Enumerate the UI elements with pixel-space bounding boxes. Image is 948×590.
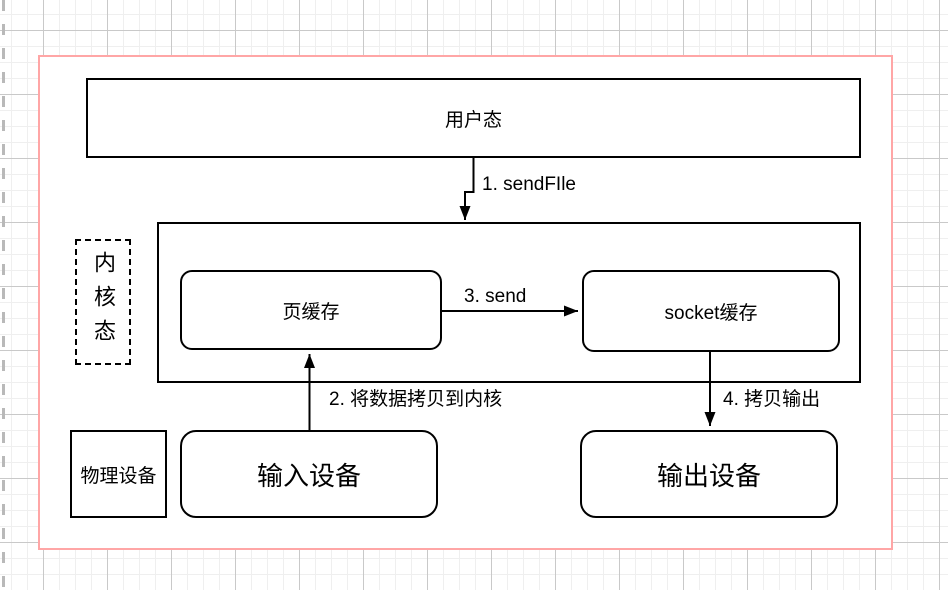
node-socket-buffer-label: socket缓存 [664,302,758,324]
node-kernel-mode-caption[interactable]: 内核态 [75,239,131,365]
node-user-mode[interactable]: 用户态 [86,78,861,158]
edge-sendfile-label: 1. sendFIle [482,174,576,195]
edge-copy-to-kernel-label: 2. 将数据拷贝到内核 [329,389,503,410]
node-physical-device-label: 物理设备 [80,465,157,487]
node-page-cache[interactable]: 页缓存 [180,270,442,350]
page-boundary-dashed-line [2,0,5,590]
node-kernel-container[interactable] [157,222,861,383]
edge-copy-output-label: 4. 拷贝输出 [723,389,821,410]
node-page-cache-label: 页缓存 [282,301,340,323]
node-output-device[interactable]: 输出设备 [580,430,838,518]
node-output-device-label: 输出设备 [656,460,761,491]
node-kernel-mode-label: 内核态 [91,251,116,353]
node-socket-buffer[interactable]: socket缓存 [582,270,840,352]
edge-send-label: 3. send [464,286,527,307]
node-physical-device-caption[interactable]: 物理设备 [70,430,167,518]
node-input-device-label: 输入设备 [256,460,361,491]
node-input-device[interactable]: 输入设备 [180,430,438,518]
node-user-mode-label: 用户态 [444,109,502,131]
